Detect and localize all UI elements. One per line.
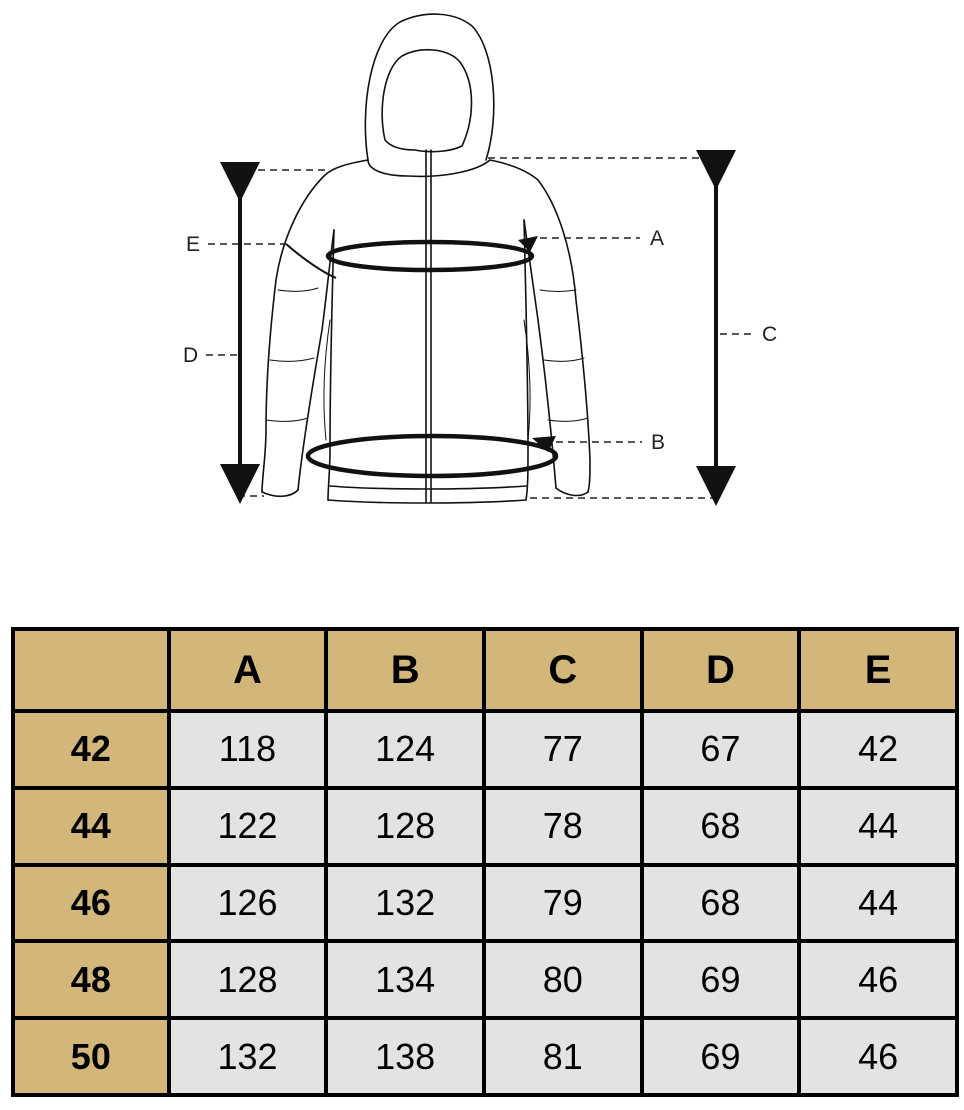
table-row: 44 122 128 78 68 44 bbox=[15, 789, 955, 863]
corner-cell bbox=[15, 631, 167, 709]
table-row: 48 128 134 80 69 46 bbox=[15, 943, 955, 1017]
table-row: 46 126 132 79 68 44 bbox=[15, 866, 955, 940]
value-cell: 124 bbox=[328, 713, 482, 786]
value-cell: 80 bbox=[485, 943, 640, 1017]
label-b: B bbox=[651, 431, 666, 454]
label-c: C bbox=[762, 323, 778, 346]
table-header-row: A B C D E bbox=[15, 631, 955, 709]
value-cell: 69 bbox=[643, 943, 798, 1017]
jacket-measurement-diagram: A B C D E bbox=[183, 13, 778, 506]
size-label: 50 bbox=[15, 1020, 167, 1093]
size-table-container: A B C D E 42 118 124 77 67 42 44 122 128… bbox=[11, 627, 959, 1097]
value-cell: 46 bbox=[801, 1020, 955, 1093]
column-header-c: C bbox=[485, 631, 640, 709]
value-cell: 128 bbox=[328, 789, 482, 863]
value-cell: 134 bbox=[328, 943, 482, 1017]
value-cell: 44 bbox=[801, 866, 955, 940]
value-cell: 132 bbox=[328, 866, 482, 940]
table-row: 42 118 124 77 67 42 bbox=[15, 713, 955, 786]
value-cell: 132 bbox=[170, 1020, 325, 1093]
value-cell: 77 bbox=[485, 713, 640, 786]
value-cell: 44 bbox=[801, 789, 955, 863]
size-label: 42 bbox=[15, 713, 167, 786]
size-table: A B C D E 42 118 124 77 67 42 44 122 128… bbox=[11, 627, 959, 1097]
value-cell: 118 bbox=[170, 713, 325, 786]
column-header-a: A bbox=[170, 631, 325, 709]
jacket-outline bbox=[261, 13, 591, 504]
label-a: A bbox=[650, 227, 665, 250]
sleeve-measure-line bbox=[285, 243, 337, 279]
guide-lines bbox=[206, 157, 756, 499]
label-e: E bbox=[186, 233, 201, 256]
value-cell: 122 bbox=[170, 789, 325, 863]
value-cell: 81 bbox=[485, 1020, 640, 1093]
size-label: 46 bbox=[15, 866, 167, 940]
value-cell: 42 bbox=[801, 713, 955, 786]
value-cell: 69 bbox=[643, 1020, 798, 1093]
value-cell: 68 bbox=[643, 866, 798, 940]
value-cell: 68 bbox=[643, 789, 798, 863]
value-cell: 138 bbox=[328, 1020, 482, 1093]
size-label: 48 bbox=[15, 943, 167, 1017]
value-cell: 78 bbox=[485, 789, 640, 863]
column-header-e: E bbox=[801, 631, 955, 709]
column-header-d: D bbox=[643, 631, 798, 709]
chest-loop-a bbox=[325, 236, 538, 273]
column-header-b: B bbox=[328, 631, 482, 709]
hem-loop-b bbox=[305, 433, 559, 479]
value-cell: 46 bbox=[801, 943, 955, 1017]
value-cell: 67 bbox=[643, 713, 798, 786]
label-d: D bbox=[183, 344, 199, 367]
value-cell: 128 bbox=[170, 943, 325, 1017]
table-row: 50 132 138 81 69 46 bbox=[15, 1020, 955, 1093]
value-cell: 126 bbox=[170, 866, 325, 940]
jacket-illustration bbox=[206, 13, 756, 506]
size-label: 44 bbox=[15, 789, 167, 863]
value-cell: 79 bbox=[485, 866, 640, 940]
